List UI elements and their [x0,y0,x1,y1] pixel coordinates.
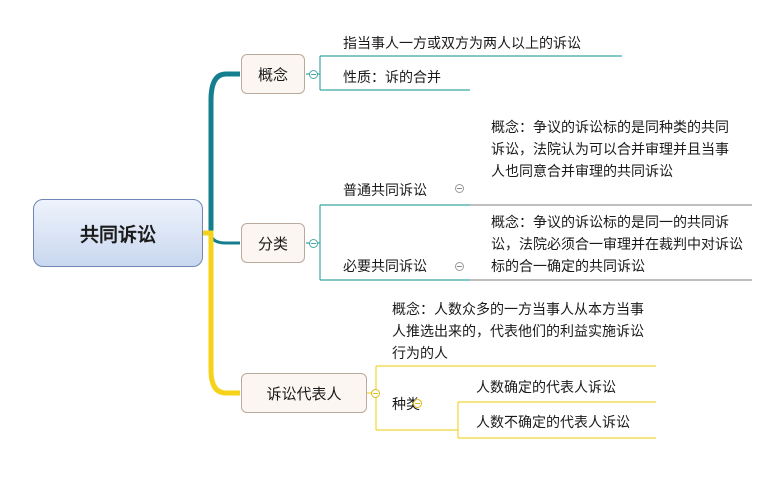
branch-classification-label: 分类 [257,234,288,253]
representative-concept: 概念：人数众多的一方当事人从本方当事人推选出来的，代表他们的利益实施诉讼行为的人 [392,302,644,362]
concept-item-nature: 性质：诉的合并 [343,70,441,86]
collapse-ordinary-icon[interactable] [455,184,464,193]
branch-classification[interactable]: 分类 [241,223,305,263]
branch-concept[interactable]: 概念 [241,54,305,94]
collapse-concept-icon[interactable] [309,70,318,79]
branch-concept-label: 概念 [257,65,288,84]
collapse-types-icon[interactable] [413,399,422,408]
ordinary-joint-litigation: 普通共同诉讼 [343,183,427,199]
root-label: 共同诉讼 [79,223,156,246]
types-item-fixed: 人数确定的代表人诉讼 [476,380,616,396]
necessary-desc: 概念：争议的诉讼标的是同一的共同诉讼，法院必须合一审理并在裁判中对诉讼标的合一确… [491,215,743,275]
collapse-necessary-icon[interactable] [455,262,464,271]
necessary-joint-litigation: 必要共同诉讼 [343,259,427,275]
branch-representative-label: 诉讼代表人 [266,384,342,403]
connector-types-items [448,401,656,439]
root-node[interactable]: 共同诉讼 [33,199,203,267]
collapse-representative-icon[interactable] [371,389,380,398]
ordinary-desc: 概念：争议的诉讼标的是同种类的共同诉讼，法院认为可以合并审理并且当事人也同意合并… [491,120,729,180]
connector-root-representative [203,230,240,396]
types-item-unfixed: 人数不确定的代表人诉讼 [476,415,630,431]
connector-root-concept [203,71,240,236]
branch-representative[interactable]: 诉讼代表人 [241,373,367,413]
concept-item-definition: 指当事人一方或双方为两人以上的诉讼 [343,36,581,52]
collapse-classification-icon[interactable] [309,239,318,248]
